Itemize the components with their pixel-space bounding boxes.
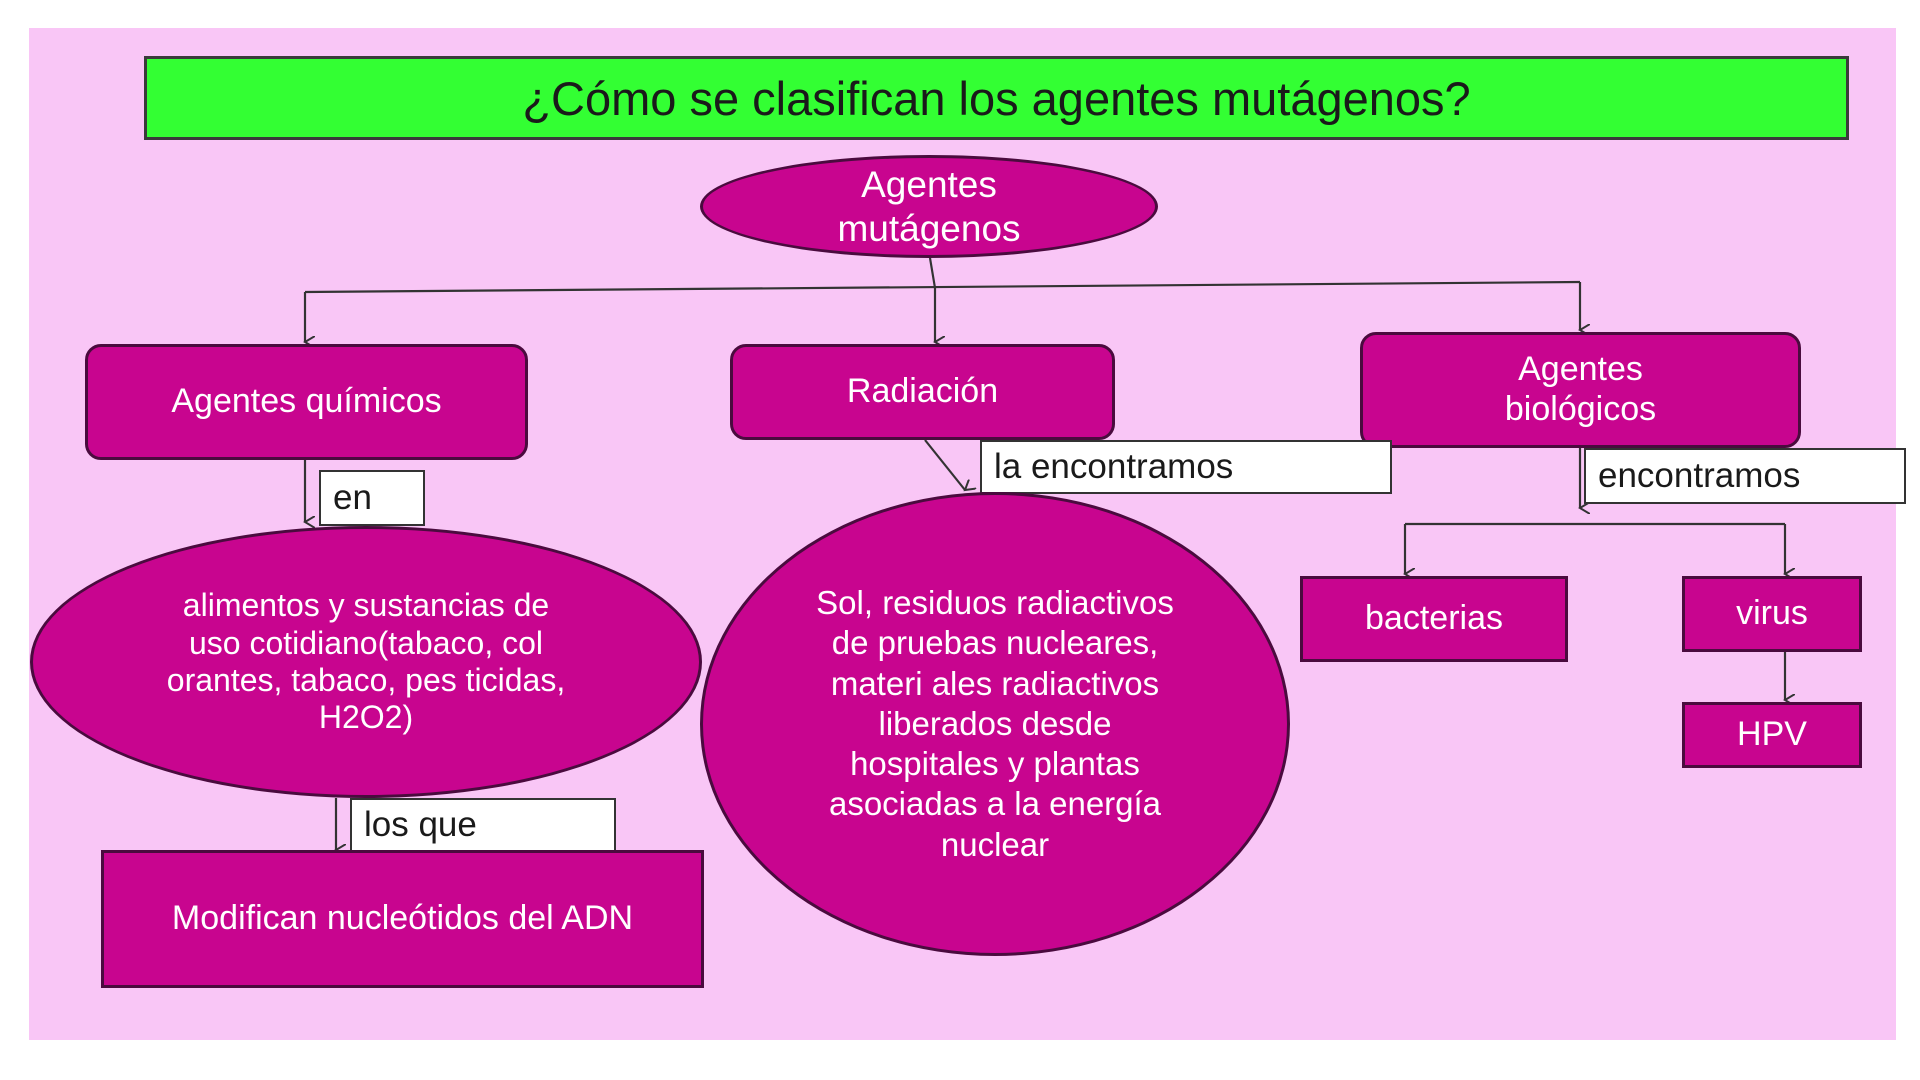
node-label: Modifican nucleótidos del ADN	[171, 899, 634, 938]
node-sol-residuos: Sol, residuos radiactivos de pruebas nuc…	[700, 492, 1290, 956]
node-bacterias: bacterias	[1300, 576, 1568, 662]
node-modifican-nucleotidos: Modifican nucleótidos del ADN	[101, 850, 704, 988]
node-agentes-mutagenos: Agentes mutágenos	[700, 155, 1158, 258]
node-label: Agentes mutágenos	[837, 164, 1021, 249]
node-label: HPV	[1737, 715, 1807, 754]
node-label: bacterias	[1365, 599, 1503, 638]
link-label-encontramos: encontramos	[1584, 448, 1906, 504]
link-label-la-encontramos: la encontramos	[980, 440, 1392, 494]
page-title: ¿Cómo se clasifican los agentes mutágeno…	[144, 56, 1849, 140]
node-alimentos: alimentos y sustancias de uso cotidiano(…	[30, 526, 702, 798]
node-radiacion: Radiación	[730, 344, 1115, 440]
node-label: Agentes químicos	[171, 382, 442, 421]
node-agentes-biologicos: Agentes biológicos	[1360, 332, 1801, 448]
node-agentes-quimicos: Agentes químicos	[85, 344, 528, 460]
node-label: virus	[1736, 594, 1808, 633]
link-label-los-que: los que	[350, 798, 616, 852]
node-label: alimentos y sustancias de uso cotidiano(…	[166, 587, 566, 736]
node-hpv: HPV	[1682, 702, 1862, 768]
node-label: Radiación	[846, 372, 999, 411]
node-virus: virus	[1682, 576, 1862, 652]
node-label: Agentes biológicos	[1504, 350, 1657, 428]
node-label: Sol, residuos radiactivos de pruebas nuc…	[816, 584, 1174, 863]
link-label-en: en	[319, 470, 425, 526]
